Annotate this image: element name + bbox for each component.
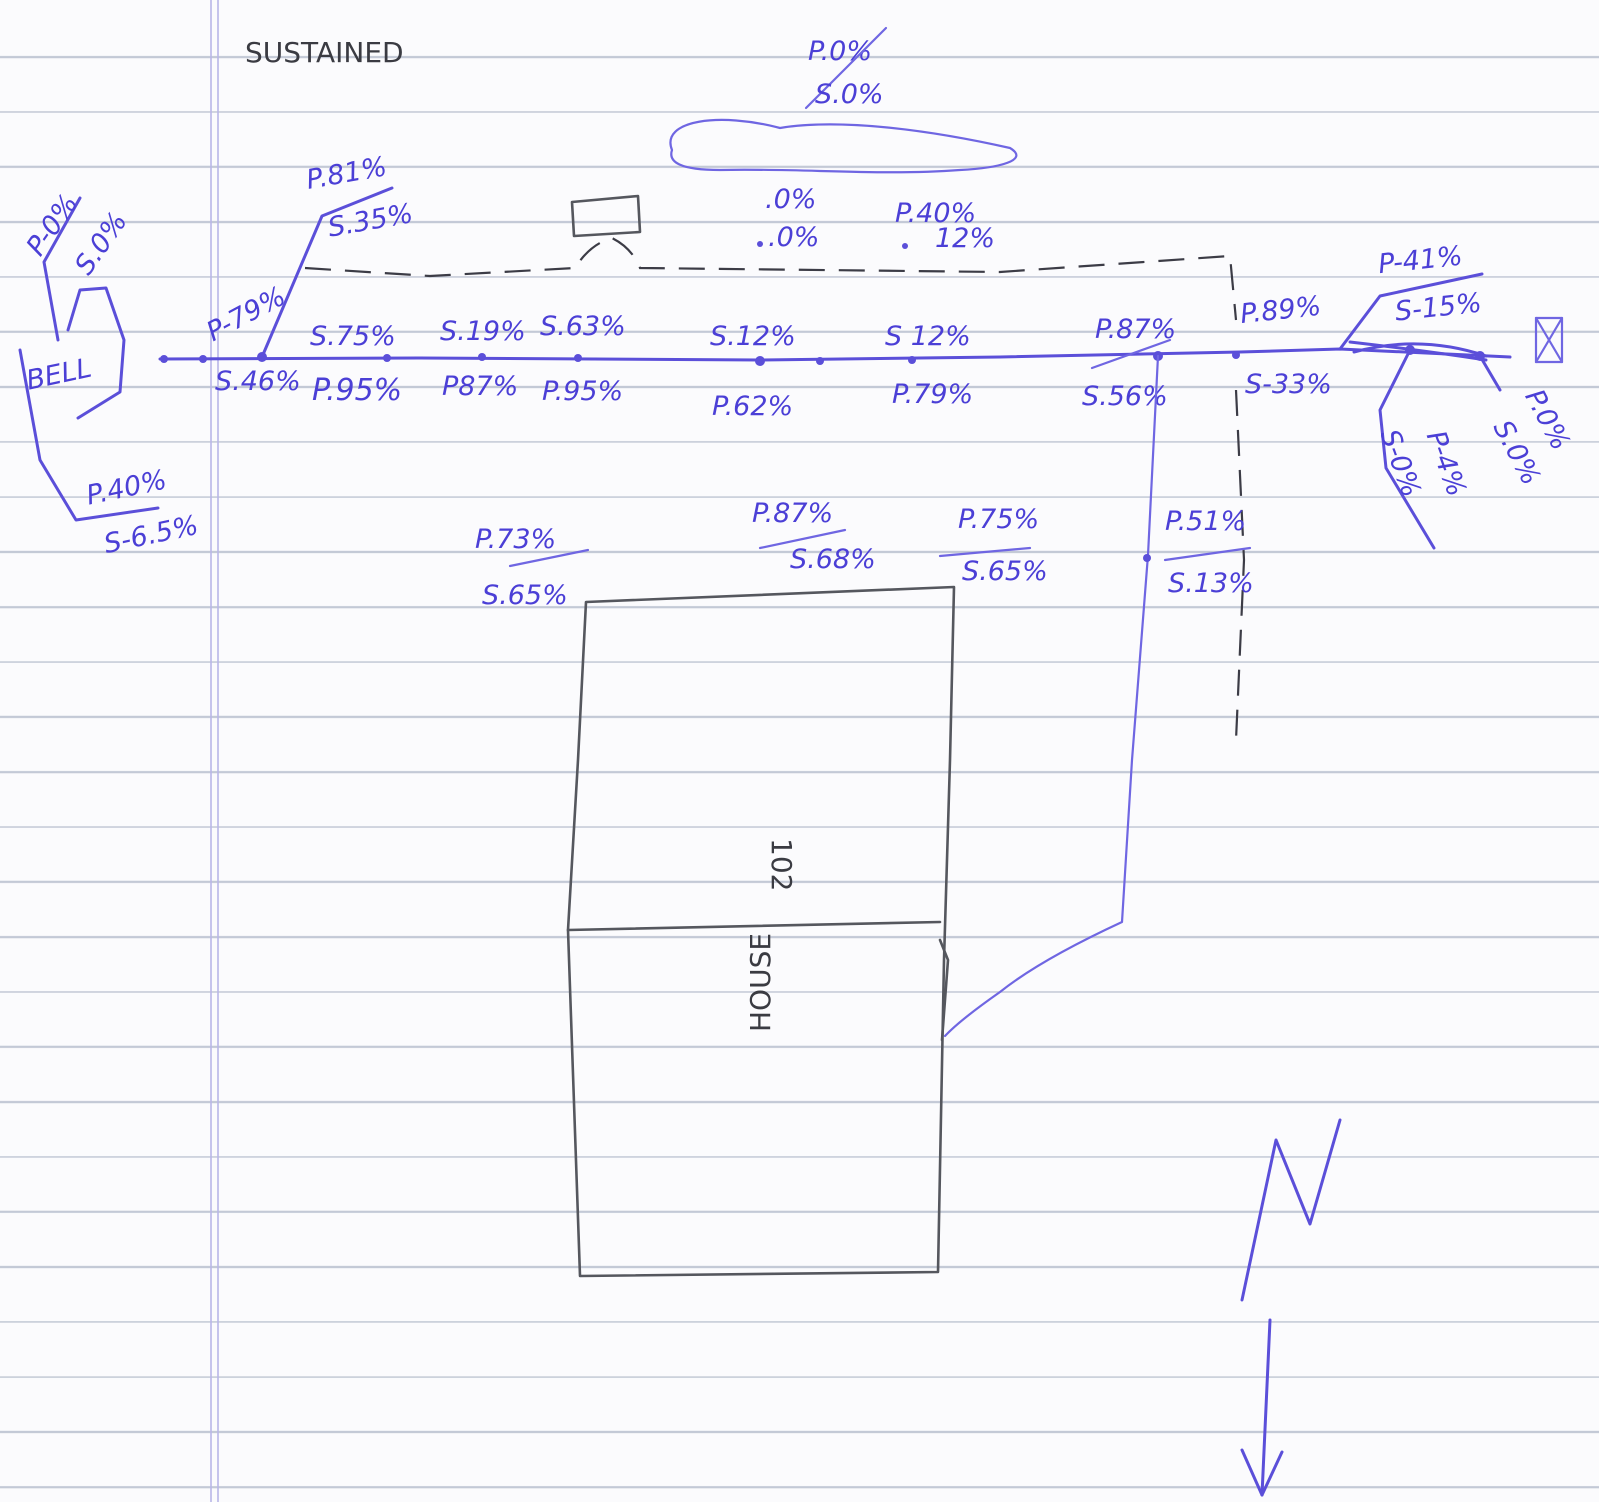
lower-label-p79: P.79% (892, 379, 973, 410)
right-stub (1478, 354, 1502, 392)
house-label-p: P.75% (958, 504, 1039, 535)
house-label-divider (1163, 546, 1252, 562)
line-node (199, 355, 207, 363)
lower-label-p62: P.62% (712, 391, 793, 422)
small-dot (757, 241, 763, 247)
service-line (943, 354, 1160, 1038)
left-s-top: S.0% (69, 207, 134, 281)
house-label-s: S.65% (482, 580, 568, 611)
line-node (755, 356, 765, 366)
cloud-s-label: S.0% (815, 79, 884, 110)
right-upper-branch (1338, 272, 1484, 351)
north-arrow-head (1240, 1448, 1284, 1497)
upper-label-s12a: S.12% (710, 321, 796, 352)
upper-label-p81: P.81% (304, 151, 389, 196)
house-outline (566, 585, 956, 1278)
lower-label-s46: S.46% (215, 366, 301, 397)
house-label-divider (938, 546, 1032, 558)
upper-label-p41: P-41% (1377, 241, 1464, 281)
dashed-boundary-lower (1234, 389, 1246, 741)
house-divider (566, 920, 942, 932)
bell-outline (66, 286, 126, 420)
upper-label-p87: P.87% (1095, 314, 1176, 345)
small-p-label: .0% (765, 184, 816, 215)
upper-branch (260, 186, 394, 359)
house-notch (938, 938, 950, 1042)
mid-p-label: P.40% (895, 198, 976, 229)
small-dot (902, 243, 908, 249)
right-lens (1348, 340, 1488, 362)
upper-label-s35: S.35% (326, 198, 416, 243)
house-number: 102 (765, 838, 798, 891)
terminal-box (1534, 316, 1564, 364)
house-label-p: P.73% (475, 524, 556, 555)
line-node (574, 354, 582, 362)
house-label-s: S.68% (790, 544, 876, 575)
lower-label-s33: S-33% (1245, 369, 1332, 400)
upper-label-s75: S.75% (310, 321, 396, 352)
line-node (908, 356, 916, 364)
house-label-p: P.51% (1165, 506, 1246, 537)
right-lens (1352, 342, 1488, 358)
terminal-cross (1534, 316, 1564, 364)
left-branch (42, 196, 82, 342)
small-box (570, 194, 642, 238)
bell-label: BELL (24, 353, 95, 397)
line-node (478, 353, 486, 361)
dashed-boundary (304, 236, 1238, 321)
left-p-top: P-0% (21, 189, 85, 262)
house-label-s: S.13% (1168, 568, 1254, 599)
house-label-divider (508, 548, 590, 568)
right-p-inner: P-4% (1420, 427, 1472, 501)
sketch-title: SUSTAINED (245, 36, 404, 69)
upper-label-s63: S.63% (540, 311, 626, 342)
service-node (1143, 554, 1151, 562)
cloud-divider (804, 26, 888, 110)
house-label-p: P.87% (752, 498, 833, 529)
right-s-inner: S-0% (1374, 425, 1427, 501)
house-word: HOUSE (744, 933, 777, 1032)
north-arrow-shaft (1260, 1318, 1272, 1497)
line-node (383, 354, 391, 362)
cloud-shape (669, 118, 1018, 174)
house-label-s: S.65% (962, 556, 1048, 587)
left-lower-branch (18, 348, 160, 522)
left-p-low: P.40% (84, 464, 170, 511)
line-node (160, 355, 168, 363)
lower-label-p87: P87% (442, 371, 518, 402)
lower-label-p95a: P.95% (312, 373, 402, 408)
left-s-low: S-6.5% (101, 510, 201, 560)
upper-label-p79: P-79% (202, 281, 291, 348)
upper-label-p89: P.89% (1239, 291, 1323, 330)
line-node (816, 357, 824, 365)
mid-s-label: 12% (935, 223, 995, 254)
upper-label-s15: S-15% (1393, 288, 1483, 328)
right-lower-branch (1378, 348, 1436, 550)
line-node (1232, 351, 1240, 359)
small-s-label: .0% (768, 222, 819, 253)
lower-label-s56: S.56% (1082, 381, 1168, 412)
upper-label-s19: S.19% (440, 316, 526, 347)
house-label-divider (758, 528, 847, 550)
label-divider (1090, 338, 1172, 370)
upper-label-s12b: S 12% (885, 321, 971, 352)
north-letter (1240, 1118, 1342, 1302)
lower-label-p95b: P.95% (542, 376, 623, 407)
